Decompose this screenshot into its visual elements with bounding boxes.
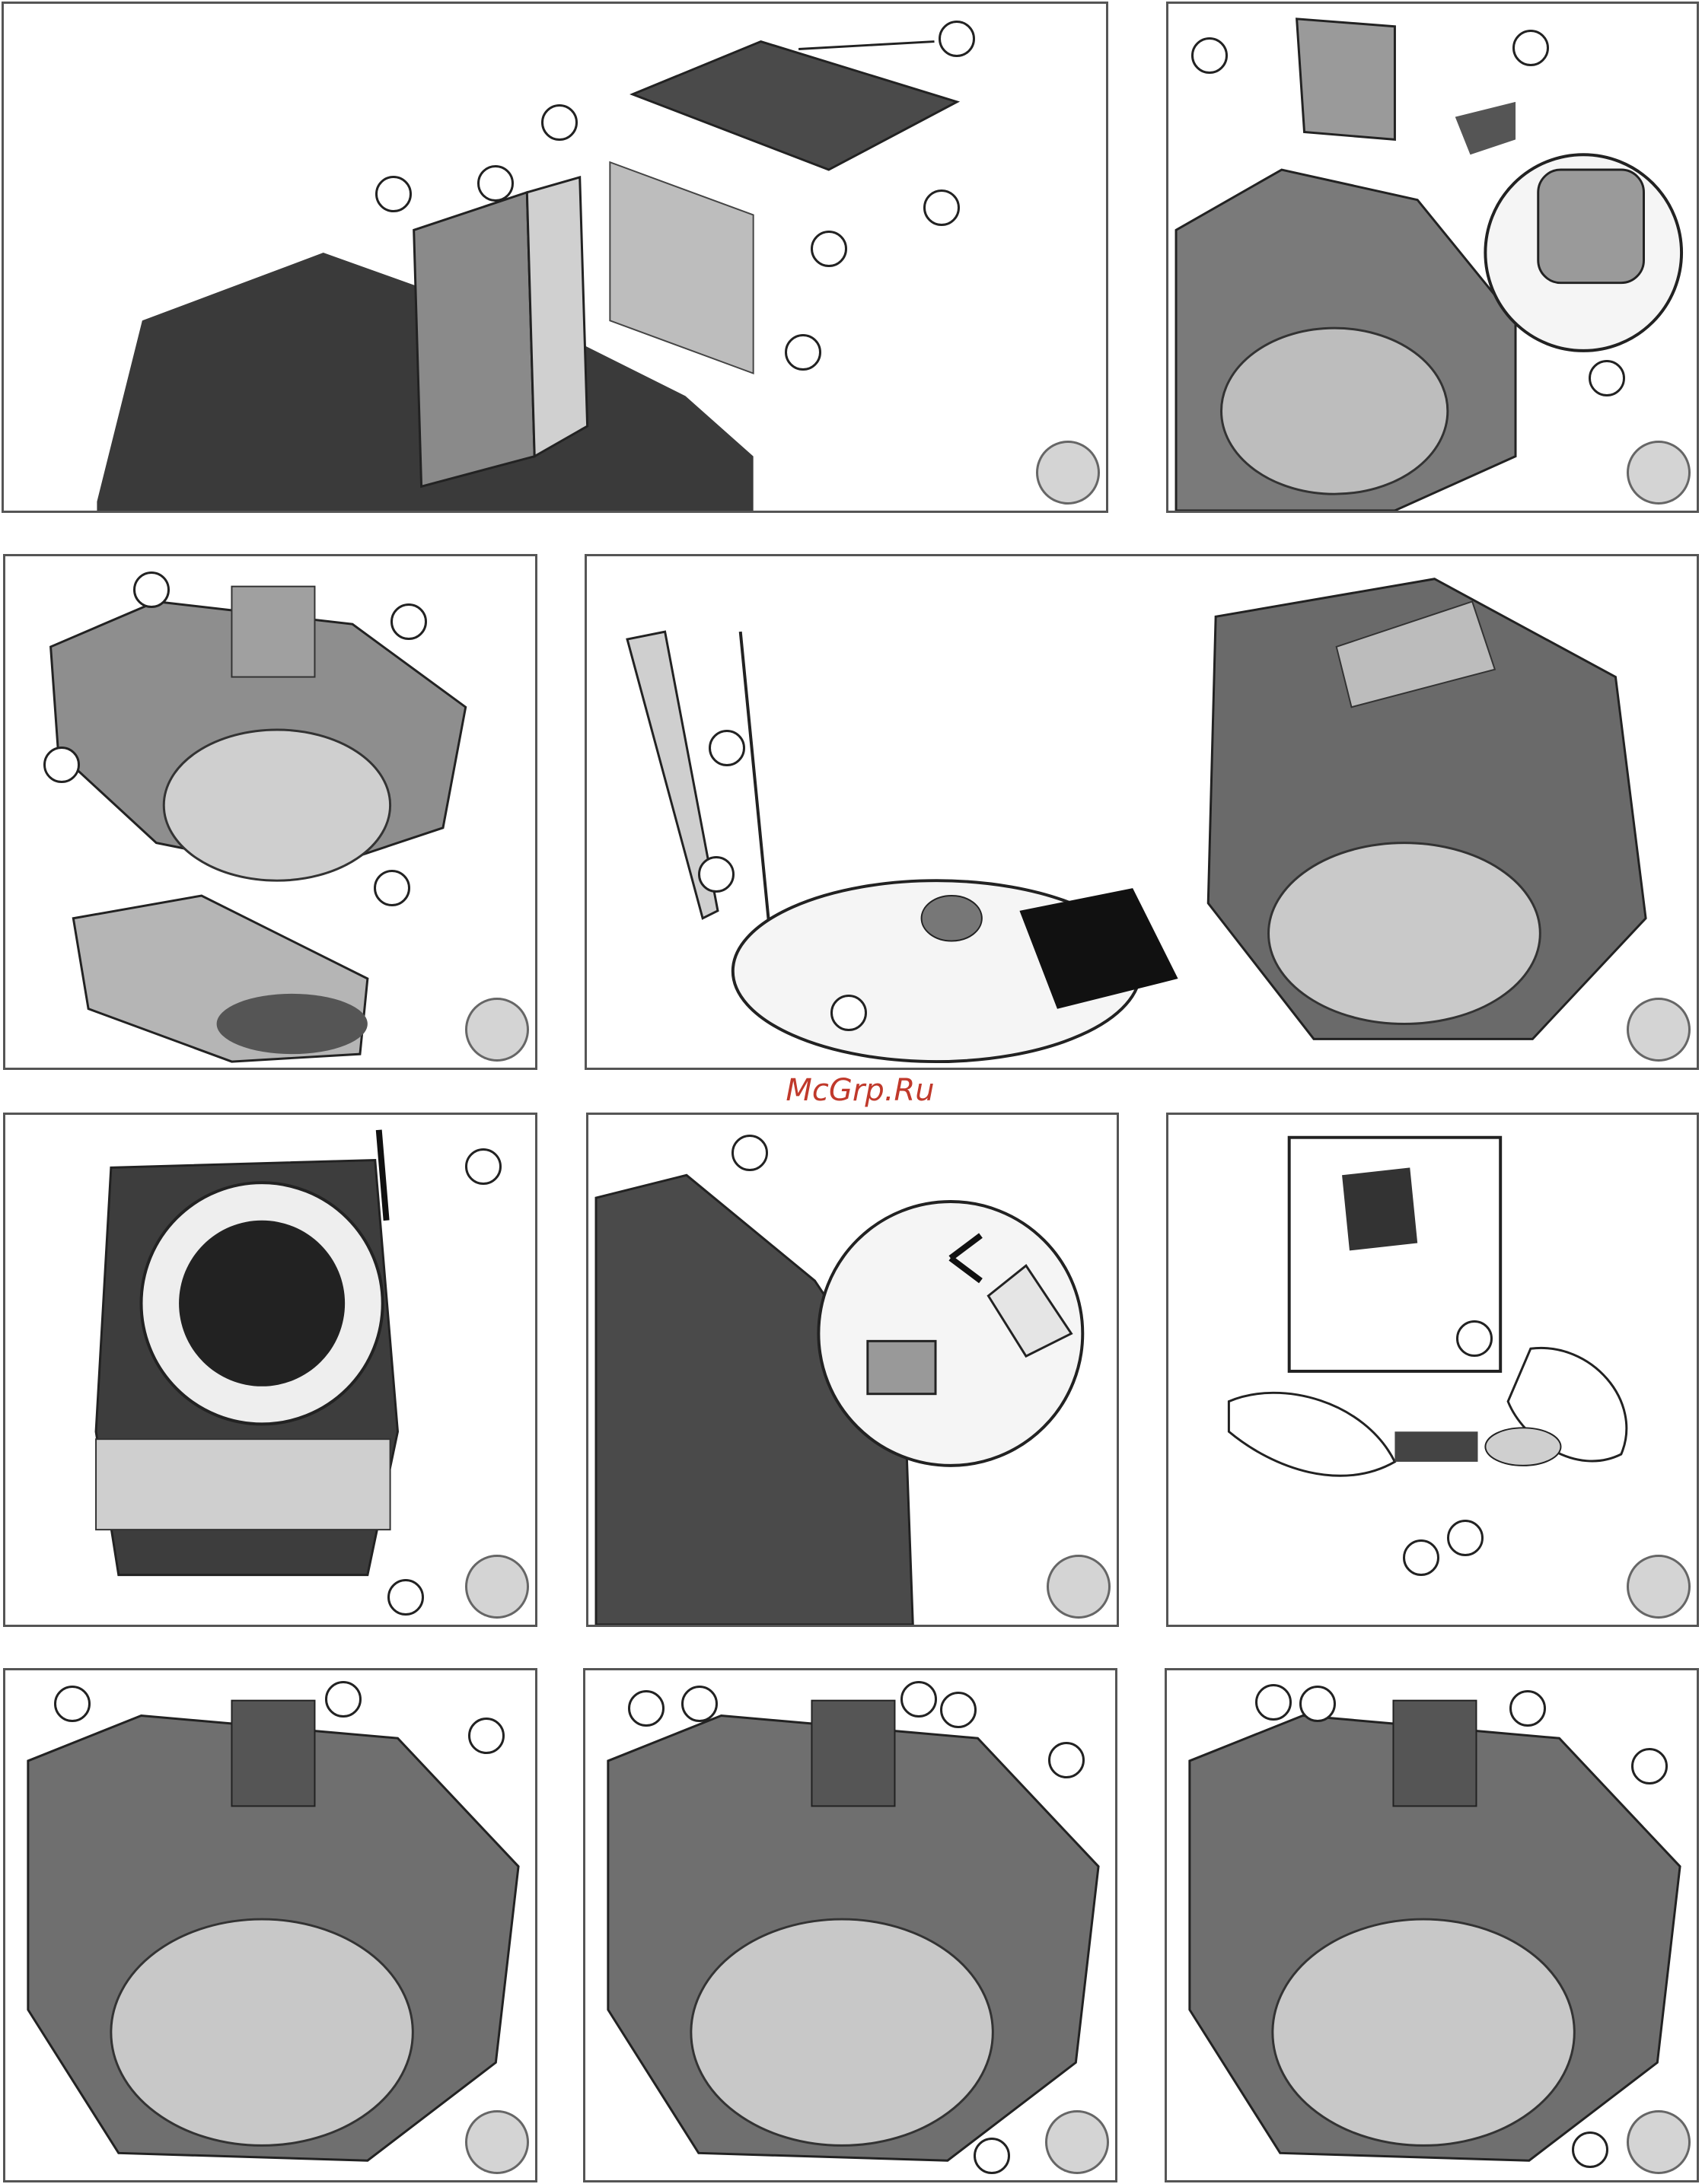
callout	[830, 995, 867, 1031]
callout	[1572, 2131, 1608, 2168]
callout	[325, 1681, 362, 1718]
callout	[974, 2138, 1010, 2174]
callout	[465, 1148, 502, 1185]
callout	[1631, 1748, 1668, 1784]
callout	[375, 176, 412, 212]
callout	[939, 21, 975, 57]
callout	[698, 856, 735, 893]
panel-blower-housing-removal	[3, 554, 537, 1070]
callout	[43, 747, 80, 783]
panel-engine-controls-a	[3, 1668, 537, 2182]
callout	[541, 104, 578, 141]
air-filter-cover-illustration	[1168, 4, 1697, 511]
step-badge	[1036, 441, 1100, 505]
callout	[628, 1690, 665, 1727]
callout	[1403, 1539, 1439, 1576]
callout	[1191, 37, 1228, 74]
callout	[133, 571, 170, 608]
callout	[387, 1579, 424, 1616]
callout	[940, 1692, 977, 1728]
panel-spark-plug-wire-disconnect	[586, 1113, 1119, 1627]
callout	[709, 730, 745, 766]
callout	[1255, 1684, 1292, 1721]
step-badge	[1045, 2110, 1109, 2174]
engine-controls-illustration	[1167, 1670, 1697, 2180]
callout	[923, 189, 960, 226]
callout	[1447, 1520, 1484, 1556]
step-badge	[1627, 2110, 1691, 2174]
callout	[1589, 360, 1625, 396]
oil-fill-illustration	[587, 556, 1697, 1068]
engine-top-illustration	[5, 1115, 535, 1625]
callout	[731, 1135, 768, 1171]
watermark: McGrp.Ru	[776, 1073, 944, 1108]
step-badge	[1627, 998, 1691, 1062]
callout	[900, 1681, 937, 1718]
panel-oil-dipstick-fill	[585, 554, 1699, 1070]
engine-controls-illustration	[5, 1670, 535, 2180]
panel-engine-controls-b	[583, 1668, 1117, 2182]
step-badge	[465, 998, 529, 1062]
callout	[681, 1686, 718, 1722]
blower-housing-illustration	[5, 556, 535, 1068]
callout	[1509, 1690, 1546, 1727]
panel-air-filter-assembly	[2, 2, 1108, 513]
callout	[1512, 30, 1549, 66]
callout	[811, 231, 847, 267]
step-badge	[465, 2110, 529, 2174]
step-badge	[465, 1555, 529, 1619]
callout	[785, 334, 821, 371]
step-badge	[1627, 441, 1691, 505]
air-filter-illustration	[4, 4, 1106, 511]
callout	[1456, 1320, 1493, 1357]
callout	[390, 603, 427, 640]
panel-engine-top-view-fuel	[3, 1113, 537, 1627]
callout	[468, 1718, 505, 1754]
step-badge	[1047, 1555, 1111, 1619]
engine-controls-illustration	[585, 1670, 1115, 2180]
panel-air-filter-cover-open	[1166, 2, 1699, 513]
panel-fuel-line-clamp	[1166, 1113, 1699, 1627]
spark-plug-illustration	[588, 1115, 1117, 1625]
callout	[1299, 1686, 1336, 1722]
step-badge	[1627, 1555, 1691, 1619]
callout	[54, 1686, 91, 1722]
callout	[374, 870, 410, 906]
callout	[477, 165, 514, 202]
callout	[1048, 1742, 1085, 1778]
panel-engine-controls-c	[1165, 1668, 1699, 2182]
